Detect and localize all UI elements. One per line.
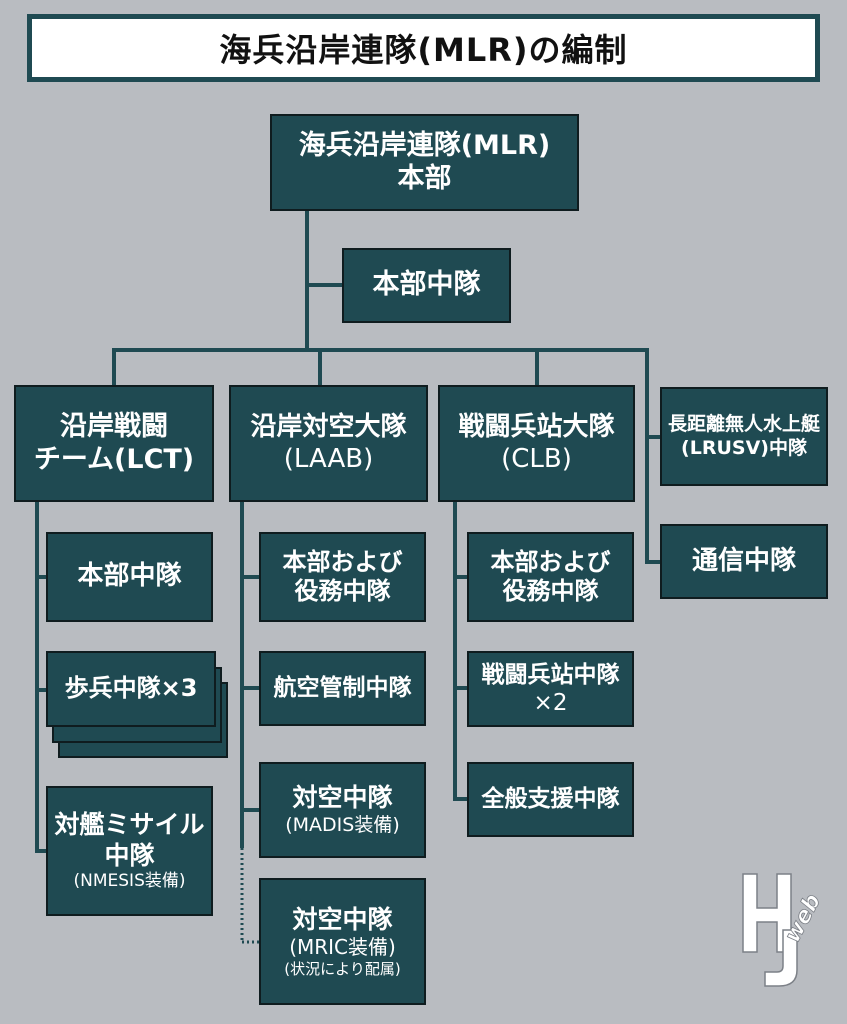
madis-line1: 対空中隊 xyxy=(292,783,393,813)
hq-company-label: 本部中隊 xyxy=(372,269,481,301)
lct-line1: 沿岸戦闘 xyxy=(60,410,168,442)
comm-company-box: 通信中隊 xyxy=(660,524,828,599)
laab-box: 沿岸対空大隊 (LAAB) xyxy=(229,385,428,502)
madis-battery-box: 対空中隊 (MADIS装備) xyxy=(259,762,426,858)
clb-box: 戦闘兵站大隊 (CLB) xyxy=(438,385,635,502)
comm-company-label: 通信中隊 xyxy=(691,545,796,576)
mric-line2: (MRIC装備) xyxy=(289,935,396,960)
hj-web-logo: web xyxy=(735,870,827,990)
logistics-company-box: 戦闘兵站中隊 ×2 xyxy=(467,651,634,727)
logistics-line1: 戦闘兵站中隊 xyxy=(481,661,620,688)
lct-line2: チーム(LCT) xyxy=(33,443,195,475)
mric-battery-box: 対空中隊 (MRIC装備) (状況により配属) xyxy=(259,878,426,1005)
hq-company-box: 本部中隊 xyxy=(342,248,511,323)
lrusv-line1: 長距離無人水上艇 xyxy=(667,413,820,436)
laab-hq-service-line1: 本部および xyxy=(282,547,403,576)
support-company-box: 全般支援中隊 xyxy=(467,762,634,837)
infantry-company-box: 歩兵中隊×3 xyxy=(46,651,216,727)
atc-company-label: 航空管制中隊 xyxy=(273,675,412,702)
missile-line3: (NMESIS装備) xyxy=(73,871,186,892)
lrusv-line2: (LRUSV)中隊 xyxy=(681,436,807,459)
hj-logo-icon: web xyxy=(742,873,827,987)
laab-hq-service-box: 本部および 役務中隊 xyxy=(259,532,426,622)
missile-battery-box: 対艦ミサイル 中隊 (NMESIS装備) xyxy=(46,786,213,916)
laab-line1: 沿岸対空大隊 xyxy=(250,411,407,442)
lct-box: 沿岸戦闘 チーム(LCT) xyxy=(14,385,214,502)
mric-line3: (状況により配属) xyxy=(284,959,401,978)
lct-hq-company-label: 本部中隊 xyxy=(77,561,182,592)
madis-line2: (MADIS装備) xyxy=(285,813,400,836)
mric-line1: 対空中隊 xyxy=(292,904,393,934)
clb-hq-service-line1: 本部および xyxy=(490,547,611,576)
laab-hq-service-line2: 役務中隊 xyxy=(294,577,391,605)
page-title: 海兵沿岸連隊(MLR)の編制 xyxy=(27,14,820,82)
lrusv-company-box: 長距離無人水上艇 (LRUSV)中隊 xyxy=(660,387,828,486)
mlr-hq-line1: 海兵沿岸連隊(MLR) xyxy=(298,129,551,161)
clb-line1: 戦闘兵站大隊 xyxy=(458,411,615,442)
support-company-label: 全般支援中隊 xyxy=(481,786,620,813)
missile-line2: 中隊 xyxy=(104,840,155,870)
logistics-line2: ×2 xyxy=(533,690,568,716)
laab-line2: (LAAB) xyxy=(283,443,374,474)
mlr-hq-box: 海兵沿岸連隊(MLR) 本部 xyxy=(270,114,579,211)
infantry-company-label: 歩兵中隊×3 xyxy=(64,674,198,703)
mlr-hq-line2: 本部 xyxy=(397,162,452,194)
missile-line1: 対艦ミサイル xyxy=(54,810,205,840)
clb-hq-service-line2: 役務中隊 xyxy=(502,577,599,605)
clb-line2: (CLB) xyxy=(501,443,572,474)
atc-company-box: 航空管制中隊 xyxy=(259,651,426,726)
clb-hq-service-box: 本部および 役務中隊 xyxy=(467,532,634,622)
lct-hq-company-box: 本部中隊 xyxy=(46,532,213,622)
